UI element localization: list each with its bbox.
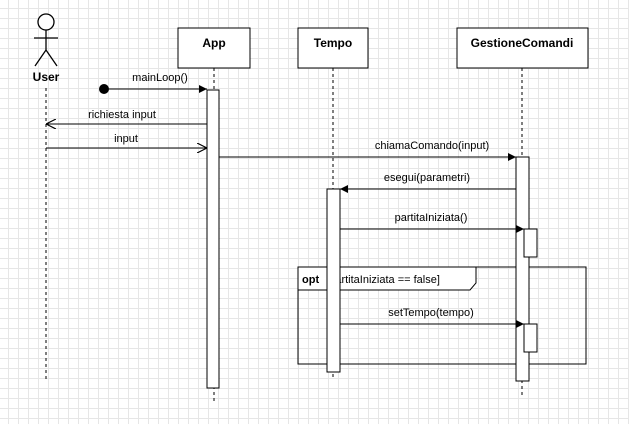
actor-user[interactable]: User bbox=[33, 13, 60, 84]
participant-app-label: App bbox=[202, 36, 225, 50]
participant-tempo-label: Tempo bbox=[314, 36, 352, 50]
message-esegui-label: esegui(parametri) bbox=[384, 172, 470, 184]
message-esegui[interactable]: esegui(parametri) bbox=[340, 172, 516, 193]
message-richiesta-input-label: richiesta input bbox=[88, 109, 156, 121]
message-main-loop-label: mainLoop() bbox=[132, 72, 188, 84]
activation-app bbox=[206, 89, 220, 389]
participant-gestione-comandi[interactable]: GestioneComandi bbox=[456, 27, 589, 69]
message-partita-iniziata-label: partitaIniziata() bbox=[395, 212, 468, 224]
opt-guard: [partitaIniziata == false] bbox=[326, 274, 440, 286]
message-set-tempo-label: setTempo(tempo) bbox=[388, 307, 474, 319]
activation-gestione-nested-1 bbox=[523, 228, 538, 258]
participant-app[interactable]: App bbox=[177, 27, 251, 69]
message-richiesta-input[interactable]: richiesta input bbox=[46, 109, 207, 124]
activation-gestione-nested-2 bbox=[523, 323, 538, 353]
message-input-label: input bbox=[114, 133, 138, 145]
message-chiama-comando-label: chiamaComando(input) bbox=[375, 140, 489, 152]
opt-fragment[interactable]: opt [partitaIniziata == false] bbox=[297, 266, 587, 365]
participant-gestione-comandi-label: GestioneComandi bbox=[471, 36, 574, 50]
message-input[interactable]: input bbox=[46, 133, 207, 148]
message-chiama-comando[interactable]: chiamaComando(input) bbox=[219, 140, 516, 161]
svg-text:opt [partitaIniziata ==: opt [partitaIniziata == false] bbox=[302, 274, 440, 286]
participant-tempo[interactable]: Tempo bbox=[297, 27, 369, 69]
actor-label: User bbox=[33, 70, 60, 84]
opt-operator: opt bbox=[302, 274, 319, 286]
activation-tempo bbox=[326, 188, 341, 373]
actor-stick-figure-icon bbox=[34, 13, 58, 67]
message-partita-iniziata[interactable]: partitaIniziata() bbox=[340, 212, 524, 233]
message-set-tempo[interactable]: setTempo(tempo) bbox=[340, 307, 524, 328]
message-main-loop[interactable]: mainLoop() bbox=[99, 72, 207, 94]
